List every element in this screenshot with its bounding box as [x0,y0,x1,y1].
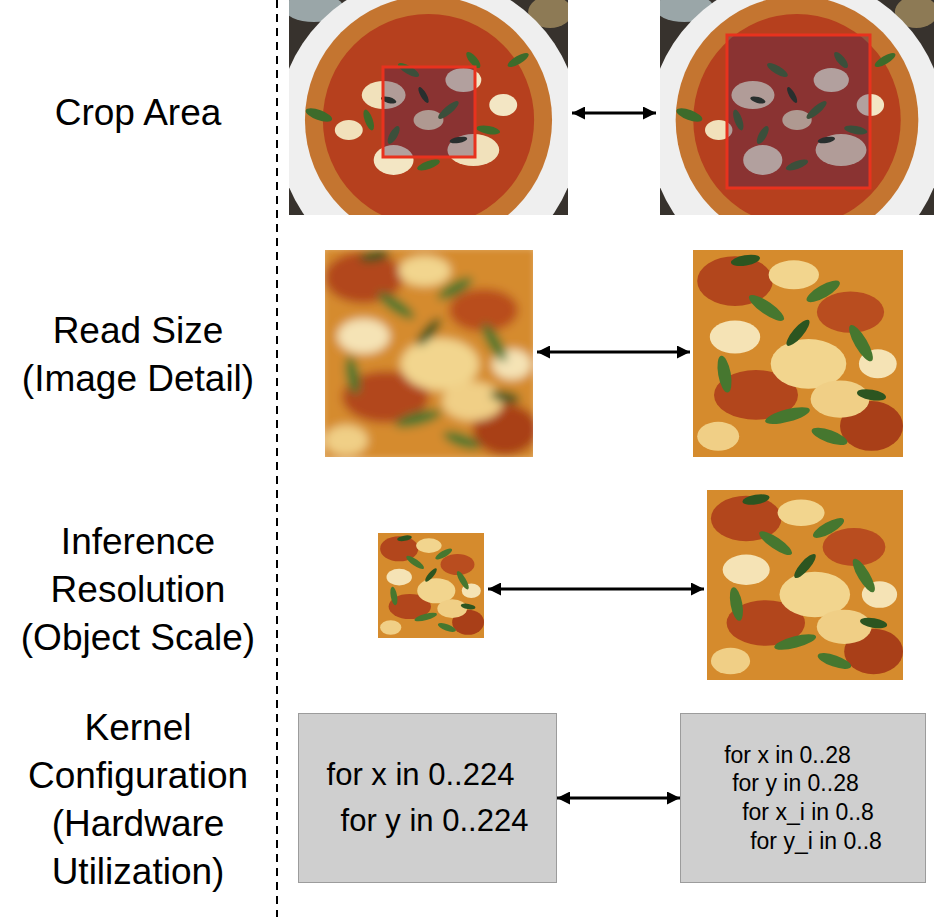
small-scale-photo [378,533,484,638]
divider-line [276,0,278,917]
code-line: for x_i in 0..8 [724,798,882,827]
low-detail-photo [325,250,533,457]
code-box: for x in 0..224for y in 0..224 [298,713,557,883]
connector-arrow [557,797,680,800]
row-label: Crop Area [2,89,274,137]
illustration-part [325,250,533,457]
illustration-part [383,67,475,157]
code-line: for x in 0..28 [724,741,882,770]
illustration-part [537,351,690,354]
illustration-part [727,35,870,188]
illustration-part [648,0,934,280]
illustration-part [488,588,704,591]
code-line: for x in 0..224 [327,752,529,799]
illustration-part [277,0,580,280]
code-line: for y in 0..224 [327,798,529,845]
comparison-arrow [488,113,704,589]
row-label: Kernel Configuration (Hardware Utilizati… [2,704,274,896]
crop-large-photo [648,0,934,280]
code-line: for y_i in 0..8 [724,827,882,856]
code-line: for y in 0..28 [724,769,882,798]
high-detail-photo [693,250,903,457]
row-label: Inference Resolution (Object Scale) [2,518,274,662]
crop-small-photo [277,0,580,280]
code-block: for x in 0..28for y in 0..28for x_i in 0… [724,741,882,856]
row-label: Read Size (Image Detail) [2,307,274,403]
code-box: for x in 0..28for y in 0..28for x_i in 0… [680,713,926,883]
large-scale-photo [707,490,903,680]
illustration-part [572,112,656,115]
code-block: for x in 0..224for y in 0..224 [327,752,529,845]
